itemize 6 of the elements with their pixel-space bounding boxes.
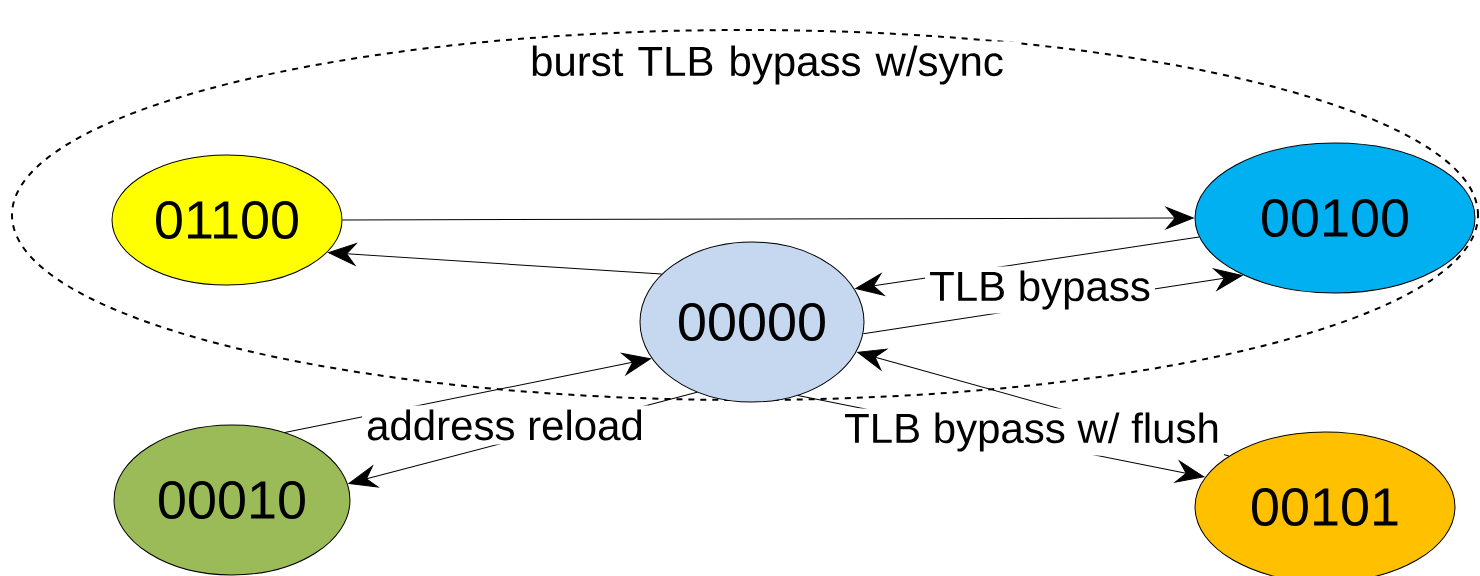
edge-label: TLB bypass w/ flush (840, 408, 1224, 456)
edge-label: address reload (362, 405, 648, 445)
arrow (342, 206, 1194, 230)
arrow (328, 243, 663, 275)
arrow (284, 352, 651, 433)
edge-label: TLB bypass (925, 266, 1155, 314)
